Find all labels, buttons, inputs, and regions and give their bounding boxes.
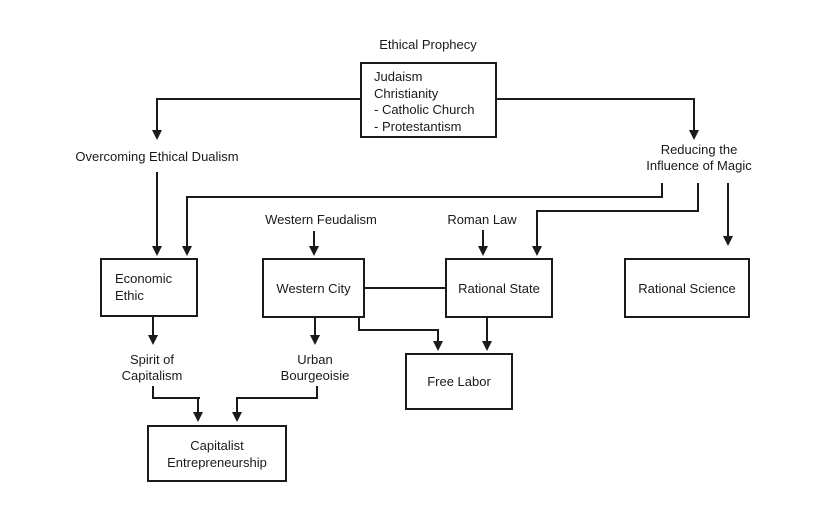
arrowhead-economic-spirit (148, 335, 158, 345)
line-reducing-economic-h (186, 196, 663, 198)
arrowhead-to-overcoming (152, 130, 162, 140)
line-urban-capitalist-v2 (236, 397, 238, 412)
arrowhead-reducing-economic (182, 246, 192, 256)
arrowhead-city-urban (310, 335, 320, 345)
node-capitalist-entrepreneurship: Capitalist Entrepreneurship (147, 425, 287, 482)
node-free-labor-text: Free Labor (427, 374, 491, 389)
node-capitalist-line2: Entrepreneurship (167, 454, 267, 470)
line-romanlaw-state (482, 230, 484, 246)
node-economic-line2: Ethic (115, 288, 144, 303)
node-prophecy-line3: - Catholic Church (374, 102, 475, 117)
line-reducing-state-v1 (697, 183, 699, 212)
line-spirit-capitalist-h (152, 397, 200, 399)
line-reducing-state-v2 (536, 210, 538, 246)
node-rational-state-text: Rational State (458, 280, 540, 296)
line-reducing-economic-v2 (186, 196, 188, 246)
arrowhead-spirit-capitalist (193, 412, 203, 422)
line-economic-spirit (152, 317, 154, 337)
arrowhead-feudalism-city (309, 246, 319, 256)
line-overcoming-to-economic (156, 172, 158, 246)
node-prophecy-line1: Judaism (374, 69, 423, 84)
node-judaism-christianity: Judaism Christianity - Catholic Church -… (360, 62, 497, 138)
line-prophecy-right-v (693, 98, 695, 130)
line-city-state-connector (365, 287, 445, 289)
line-reducing-economic-v1 (661, 183, 663, 198)
line-prophecy-left-h (156, 98, 361, 100)
arrowhead-reducing-science (723, 236, 733, 246)
node-economic-ethic: Economic Ethic (100, 258, 198, 317)
node-western-city: Western City (262, 258, 365, 318)
arrowhead-city-freelabor (433, 341, 443, 351)
label-western-feudalism: Western Feudalism (265, 212, 377, 227)
arrowhead-urban-capitalist (232, 412, 242, 422)
label-roman-law: Roman Law (447, 212, 517, 227)
label-ethical-prophecy: Ethical Prophecy (379, 37, 477, 52)
label-urban-line1: Urban (297, 352, 333, 367)
label-spirit-line2: Capitalism (121, 368, 183, 383)
arrowhead-romanlaw-state (478, 246, 488, 256)
line-reducing-state-h (536, 210, 699, 212)
line-city-freelabor-h (358, 329, 439, 331)
arrowhead-overcoming-economic (152, 246, 162, 256)
line-prophecy-right-h (496, 98, 695, 100)
line-prophecy-left-v (156, 98, 158, 130)
label-overcoming-ethical-dualism: Overcoming Ethical Dualism (75, 149, 239, 164)
label-reducing-line1: Reducing the (660, 142, 738, 157)
node-capitalist-line1: Capitalist (190, 437, 244, 453)
line-spirit-capitalist-v1 (152, 386, 154, 399)
arrowhead-reducing-state (532, 246, 542, 256)
label-spirit-line1: Spirit of (129, 352, 175, 367)
line-city-freelabor-v2 (437, 329, 439, 341)
line-reducing-science-v (727, 183, 729, 236)
line-spirit-capitalist-v2 (197, 397, 199, 412)
node-rational-science-text: Rational Science (638, 280, 736, 296)
node-rational-state: Rational State (445, 258, 553, 318)
line-urban-capitalist-v1 (316, 386, 318, 399)
node-prophecy-line4: - Protestantism (374, 118, 462, 134)
arrowhead-to-reducing (689, 130, 699, 140)
label-spirit-of-capitalism: Spirit of Capitalism (92, 352, 212, 384)
node-free-labor: Free Labor (405, 353, 513, 410)
line-city-urban (314, 318, 316, 337)
node-rational-science: Rational Science (624, 258, 750, 318)
label-reducing-influence-of-magic: Reducing the Influence of Magic (619, 142, 779, 174)
label-urban-line2: Bourgeoisie (280, 368, 350, 383)
line-urban-capitalist-h (236, 397, 318, 399)
label-reducing-line2: Influence of Magic (646, 158, 752, 173)
node-western-city-text: Western City (276, 280, 351, 296)
node-economic-line1: Economic (115, 271, 173, 286)
arrowhead-state-freelabor (482, 341, 492, 351)
line-state-freelabor (486, 318, 488, 341)
label-urban-bourgeoisie: Urban Bourgeoisie (255, 352, 375, 384)
line-feudalism-city (313, 231, 315, 246)
line-city-freelabor-v1 (358, 318, 360, 331)
node-prophecy-line2: Christianity (374, 85, 439, 101)
